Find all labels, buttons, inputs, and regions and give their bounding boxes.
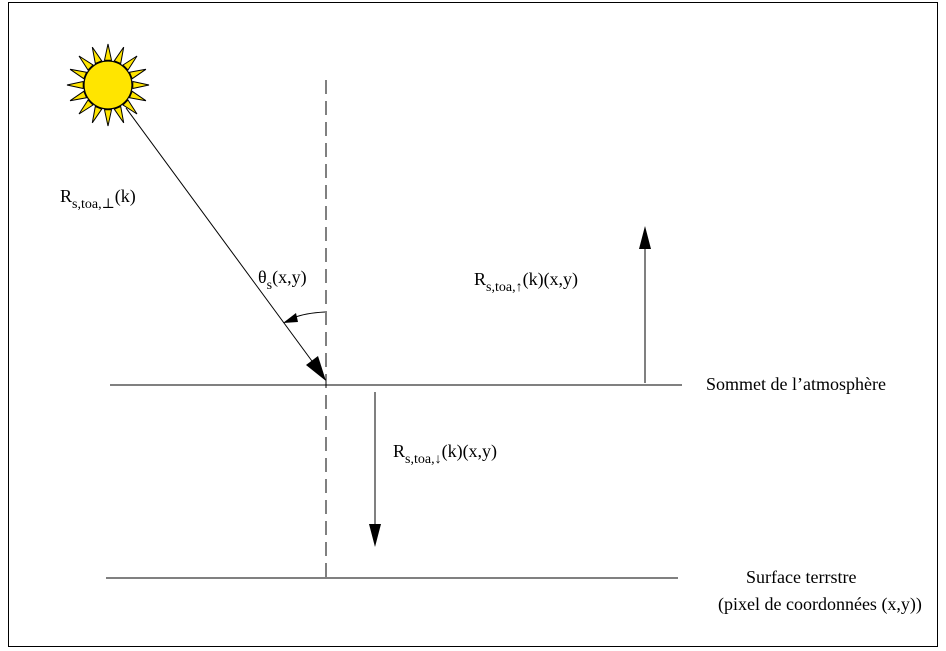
sun-ray — [113, 105, 125, 124]
zenith-angle-arc — [292, 311, 326, 319]
surface-label: Surface terrstre — [746, 567, 857, 587]
upward-arrowhead — [639, 226, 651, 249]
downward-radiance-label: Rs,toa,↓(k)(x,y) — [393, 441, 498, 467]
downward-arrowhead — [369, 524, 381, 547]
sun-ray — [78, 99, 94, 115]
sun-ray — [128, 68, 147, 80]
sun-disc — [83, 60, 133, 110]
incident-ray-arrowhead — [306, 356, 326, 381]
surface-pixel-label: (pixel de coordonnées (x,y)) — [718, 594, 922, 614]
incident-radiance-label: Rs,toa,⊥(k) — [60, 186, 136, 212]
sun-ray — [128, 90, 147, 102]
zenith-angle-label: θs(x,y) — [258, 267, 307, 293]
diagram-frame — [8, 2, 938, 647]
incident-ray — [125, 107, 321, 373]
sun-ray — [66, 80, 84, 90]
sun-ray — [122, 99, 138, 115]
sun-ray — [91, 105, 103, 124]
sun-rays — [66, 43, 150, 127]
sun-ray — [103, 43, 113, 61]
upward-radiance-label: Rs,toa,↑(k)(x,y) — [474, 269, 579, 295]
toa-label: Sommet de l’atmosphère — [706, 374, 886, 394]
sun-ray — [122, 55, 138, 71]
sun-ray — [78, 55, 94, 71]
zenith-angle-arrowhead — [283, 313, 298, 323]
sun-ray — [103, 109, 113, 127]
sun-ray — [69, 90, 88, 102]
sun-ray — [132, 80, 150, 90]
sun-ray — [69, 68, 88, 80]
sun-ray — [91, 46, 103, 65]
sun-ray — [113, 46, 125, 65]
sun-icon — [66, 43, 150, 127]
